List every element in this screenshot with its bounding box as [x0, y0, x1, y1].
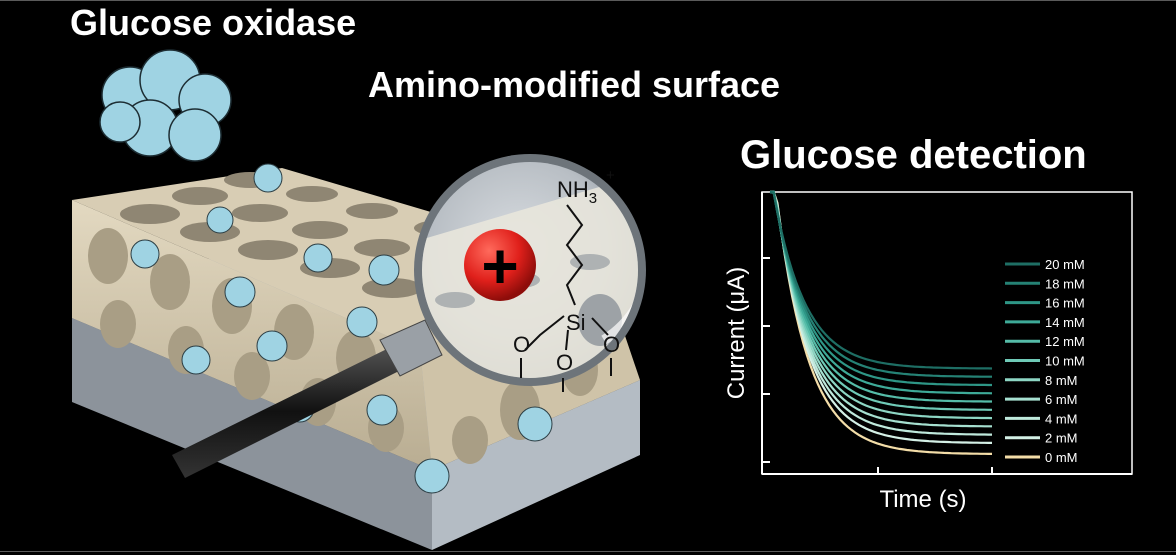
- legend-label: 12 mM: [1045, 334, 1085, 349]
- x-axis-label: Time (s): [879, 486, 966, 513]
- legend-label: 16 mM: [1045, 296, 1085, 311]
- curve-10-mm: [770, 190, 992, 411]
- legend-label: 18 mM: [1045, 276, 1085, 291]
- x-ticks: [877, 467, 993, 474]
- curve-6-mm: [770, 190, 992, 428]
- positive-charge-sign: +: [481, 230, 518, 302]
- legend-label: 2 mM: [1045, 431, 1078, 446]
- curve-18-mm: [769, 190, 992, 378]
- curve-2-mm: [770, 190, 992, 444]
- magnifier-handle: [172, 319, 443, 478]
- current-time-chart: 20 mM 18 mM 16 mM 14 mM 12 mM 10 mM 8 mM 6 mM 4 …: [723, 190, 1133, 513]
- amino-modified-surface-title: Amino-modified surface: [368, 64, 781, 105]
- curve-12-mm: [770, 190, 992, 403]
- curve-20-mm: [769, 190, 993, 370]
- y-axis-label: Current (μA): [723, 267, 750, 400]
- legend-label: 4 mM: [1045, 411, 1078, 426]
- positive-charge-ball: [464, 229, 536, 301]
- curve-8-mm: [770, 190, 993, 420]
- enzyme-clusters: [130, 163, 553, 494]
- curve-4-mm: [770, 190, 992, 436]
- legend-label: 8 mM: [1045, 373, 1078, 388]
- legend-label: 10 mM: [1045, 354, 1085, 369]
- y-ticks: [762, 257, 770, 463]
- glucose-oxidase-title: Glucose oxidase: [70, 2, 357, 43]
- top-rule: [0, 0, 1176, 1]
- oxygen-atom-right: O: [603, 332, 620, 357]
- amino-silane-molecule: + NH3 + Si O O O: [464, 167, 620, 392]
- curve-0-mm: [770, 190, 992, 455]
- legend-label: 6 mM: [1045, 392, 1078, 407]
- silicon-atom: Si: [566, 310, 586, 335]
- amine-group: NH3: [557, 177, 597, 207]
- curve-14-mm: [770, 190, 993, 395]
- oxygen-atom-middle: O: [556, 350, 573, 375]
- glucose-detection-title: Glucose detection: [740, 133, 1087, 177]
- amine-charge: +: [606, 167, 615, 184]
- glucose-oxidase-protein: [99, 49, 232, 162]
- legend-label: 14 mM: [1045, 315, 1085, 330]
- oxygen-atom-left: O: [513, 332, 530, 357]
- curve-16-mm: [770, 190, 992, 387]
- bottom-rule: [0, 551, 1176, 552]
- legend-label: 20 mM: [1045, 257, 1085, 272]
- curves: [769, 190, 993, 455]
- legend-label: 0 mM: [1045, 450, 1078, 465]
- legend: 20 mM 18 mM 16 mM 14 mM 12 mM 10 mM 8 mM 6 mM 4 …: [1005, 257, 1085, 465]
